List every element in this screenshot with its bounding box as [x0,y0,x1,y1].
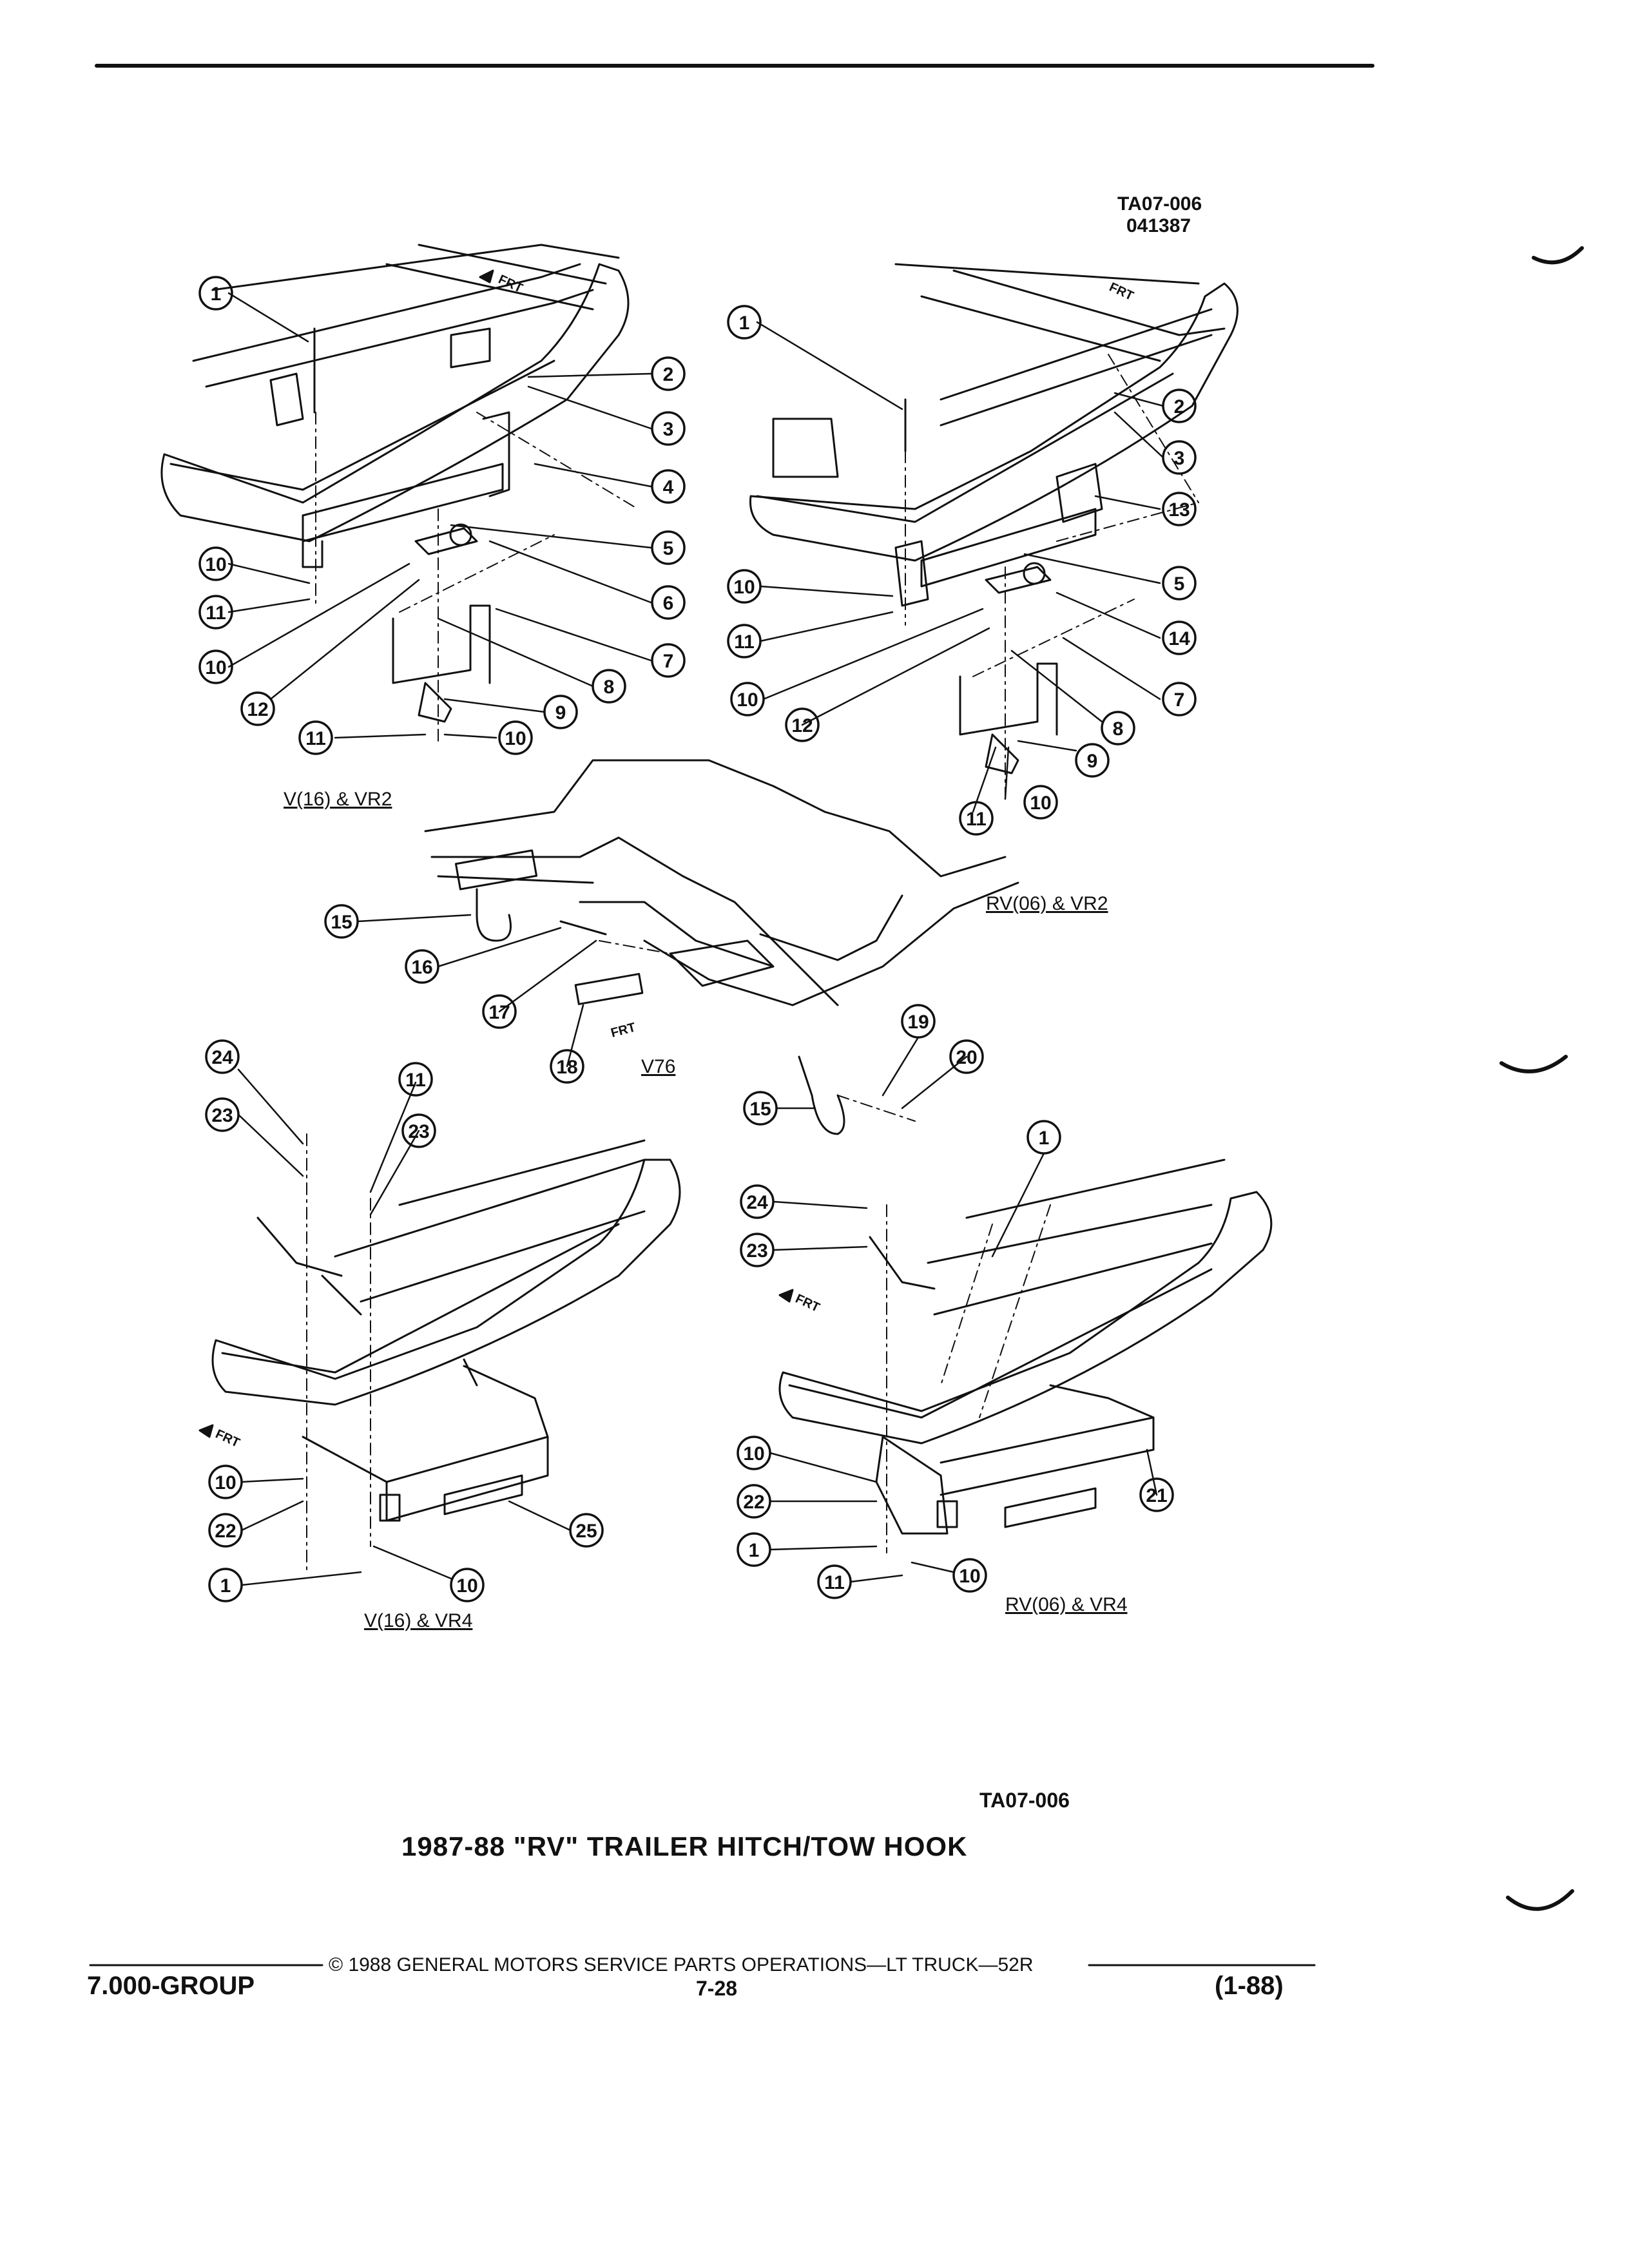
callout: 19 [907,1012,929,1033]
assembly-label: V76 [641,1056,675,1077]
callout: 8 [1113,718,1124,740]
callout: 6 [663,593,674,614]
figure-title: 1987-88 "RV" TRAILER HITCH/TOW HOOK [401,1831,968,1861]
assembly-rv06-vr4 [778,1158,1273,1553]
callout: 10 [743,1443,764,1465]
margin-mark [1532,246,1584,265]
callout: 10 [456,1575,477,1597]
figure-id: TA07-006 [979,1789,1070,1812]
callout: 7 [663,651,674,672]
callout: 3 [663,419,674,440]
callout: 17 [488,1002,510,1023]
callout: 24 [746,1192,768,1213]
callout: 1 [220,1575,231,1597]
callout: 11 [966,809,987,830]
frt-marker: FRT [1107,280,1136,303]
callout: 4 [663,477,674,498]
assembly-label: V(16) & VR2 [284,789,392,810]
callout: 10 [1030,793,1051,814]
group-label: 7.000-GROUP [87,1972,255,2000]
callout: 9 [1087,751,1098,772]
callout: 7 [1174,689,1185,711]
callout: 12 [791,715,813,736]
callout: 9 [555,702,566,724]
drawing-date: 041387 [1126,215,1191,236]
callout: 11 [734,631,755,653]
callout: 23 [746,1240,767,1262]
callout: 1 [739,312,750,334]
callout: 18 [556,1057,577,1078]
callout: 10 [505,728,526,749]
callout: 10 [737,689,758,711]
margin-mark [1506,1889,1574,1911]
copyright-line: © 1988 GENERAL MOTORS SERVICE PARTS OPER… [329,1954,1034,1975]
leader-lines [227,292,1164,1586]
callout: 22 [215,1521,236,1542]
frt-marker: FRT [213,1427,242,1450]
callout: 1 [749,1540,760,1561]
callout: 11 [206,602,226,624]
callout: 10 [205,657,226,678]
margin-mark [1499,1055,1568,1073]
callout: 1 [211,284,222,305]
assembly-v16-vr4 [198,1133,681,1573]
assembly-v76 [424,759,1019,1135]
callout: 16 [411,957,432,978]
callout: 1 [1039,1128,1050,1149]
callout: 10 [205,554,226,575]
callout: 20 [956,1047,977,1068]
frt-marker: FRT [610,1021,637,1041]
callout: 15 [749,1099,771,1120]
callout: 14 [1168,628,1190,649]
drawing-id: TA07-006 [1117,193,1202,215]
callout: 10 [959,1566,980,1587]
callout: 11 [405,1070,426,1091]
assembly-label: RV(06) & VR4 [1005,1594,1128,1615]
callout-circles [198,276,1197,1602]
frt-marker: FRT [793,1292,822,1315]
callout: 5 [663,538,674,559]
callout: 25 [575,1521,597,1542]
callout: 2 [663,364,674,385]
callout: 23 [211,1105,233,1126]
callout: 21 [1146,1485,1167,1506]
callout: 11 [305,728,326,749]
callout: 15 [331,912,352,933]
assembly-v16-vr2 [160,244,639,742]
callout: 24 [211,1047,233,1068]
assembly-label: V(16) & VR4 [364,1610,472,1631]
callout: 13 [1168,499,1190,521]
callout: 11 [824,1572,845,1593]
callout: 5 [1174,573,1185,595]
callout: 10 [215,1472,236,1494]
callout: 12 [247,699,268,720]
revision-label: (1-88) [1215,1972,1284,2000]
callout-numbers: 1 2 3 4 5 6 7 8 9 10 10 11 10 11 12 1 2 … [205,284,1190,1597]
assembly-rv06-vr2 [749,263,1239,800]
callout: 8 [604,677,615,698]
callout: 10 [733,577,755,598]
callout: 2 [1174,396,1185,418]
callout: 23 [408,1121,429,1142]
page-number: 7-28 [696,1977,738,2000]
callout: 3 [1174,448,1185,469]
callout: 22 [743,1492,764,1513]
assembly-label: RV(06) & VR2 [986,893,1108,914]
